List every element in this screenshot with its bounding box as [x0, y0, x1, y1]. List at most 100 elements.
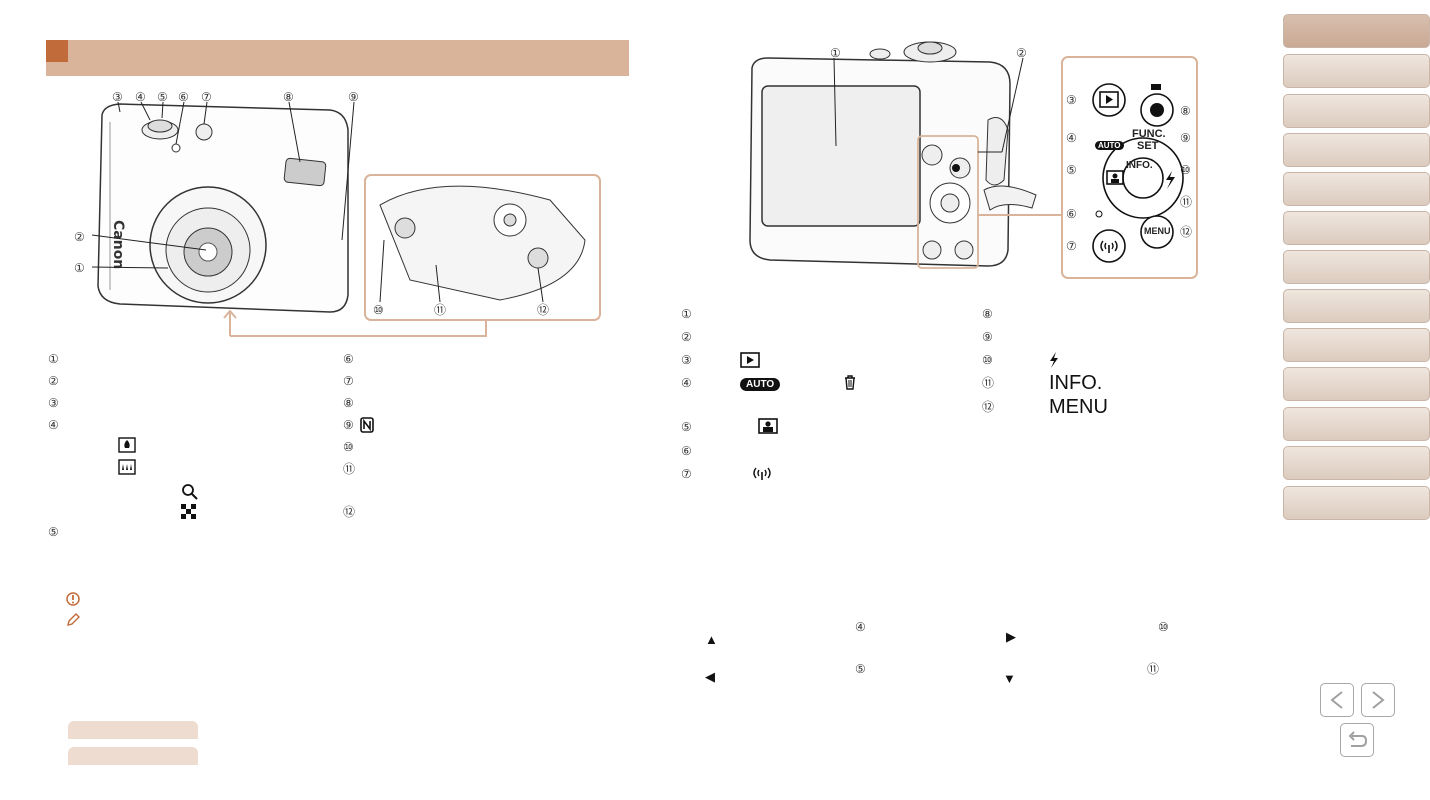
- chapter-tab-4[interactable]: [1283, 133, 1430, 167]
- chapter-tab-2[interactable]: [1283, 54, 1430, 88]
- next-page-icon: [1372, 691, 1385, 709]
- legend-number: ⑧: [343, 396, 354, 410]
- telephoto-icon: [118, 437, 136, 453]
- legend-number: ⑤: [48, 525, 59, 539]
- chapter-tab-10[interactable]: [1283, 367, 1430, 401]
- panel-callout: ④: [1066, 131, 1077, 145]
- info-label-panel: INFO.: [1126, 160, 1153, 171]
- wifi-icon: [753, 467, 771, 480]
- controls-detail-illustration: [1092, 83, 1184, 263]
- legend-number: ⑨: [343, 418, 354, 432]
- menu-label-panel: MENU: [1144, 226, 1171, 236]
- front-callout: ⑥: [178, 90, 189, 104]
- prev-page-icon: [1330, 691, 1343, 709]
- caution-icon: [66, 592, 80, 606]
- legend-number: ④: [681, 376, 692, 390]
- panel-callout: ⑩: [1180, 163, 1191, 177]
- front-callout: ④: [135, 90, 146, 104]
- magnify-icon: [182, 484, 198, 500]
- front-callout: ⑩: [373, 303, 384, 317]
- legend-number: ③: [681, 353, 692, 367]
- back-callout: ②: [1016, 46, 1027, 60]
- front-callout: ③: [112, 90, 123, 104]
- auto-badge-panel: AUTO: [1095, 135, 1124, 153]
- return-icon: [1348, 731, 1368, 747]
- panel-connector: [977, 214, 1063, 216]
- front-callout: ①: [74, 261, 85, 275]
- direction-ref: ④: [855, 620, 866, 634]
- back-callout: ①: [830, 46, 841, 60]
- chapter-tab-13[interactable]: [1283, 486, 1430, 520]
- legend-number: ⑩: [343, 440, 354, 454]
- direction-ref: ⑩: [1158, 620, 1169, 634]
- panel-callout: ⑤: [1066, 163, 1077, 177]
- arrow-left-icon: ◀: [705, 669, 715, 684]
- chapter-tab-8[interactable]: [1283, 289, 1430, 323]
- portrait-icon: [758, 418, 778, 434]
- section-title-bar: [46, 40, 629, 76]
- legend-number: ⑧: [982, 307, 993, 321]
- legend-number: ⑦: [343, 374, 354, 388]
- auto-badge: AUTO: [740, 374, 781, 392]
- view-connector: [223, 309, 487, 337]
- legend-number: ⑪: [982, 376, 995, 390]
- front-callout: ⑨: [348, 90, 359, 104]
- menu-label: MENU: [1049, 396, 1108, 418]
- panel-callout: ⑧: [1180, 104, 1191, 118]
- front-callout: ⑦: [201, 90, 212, 104]
- arrow-right-icon: ▶: [1006, 629, 1016, 644]
- legend-number: ⑨: [982, 330, 993, 344]
- legend-number: ⑥: [681, 444, 692, 458]
- legend-number: ⑩: [982, 353, 993, 367]
- legend-number: ⑥: [343, 352, 354, 366]
- return-button[interactable]: [1340, 723, 1374, 757]
- playback-icon: [740, 352, 760, 368]
- legend-number: ⑦: [681, 467, 692, 481]
- camera-front-illustration: Canon: [91, 101, 601, 321]
- trash-icon: [845, 375, 855, 390]
- arrow-down-icon: ▼: [1003, 671, 1016, 686]
- front-callout: ⑤: [157, 90, 168, 104]
- chapter-tab-9[interactable]: [1283, 328, 1430, 362]
- front-callout: ②: [74, 230, 85, 244]
- chapter-tab-1[interactable]: [1283, 14, 1430, 48]
- prev-page-button[interactable]: [1320, 683, 1354, 717]
- wide-angle-icon: [118, 459, 136, 475]
- related-tab[interactable]: [68, 747, 198, 765]
- panel-callout: ⑥: [1066, 207, 1077, 221]
- arrow-up-icon: ▲: [705, 632, 718, 647]
- chapter-tab-5[interactable]: [1283, 172, 1430, 206]
- front-callout: ⑧: [283, 90, 294, 104]
- chapter-tab-11[interactable]: [1283, 407, 1430, 441]
- legend-number: ⑫: [343, 505, 356, 519]
- legend-number: ⑫: [982, 400, 995, 414]
- note-icon: [67, 613, 80, 626]
- chapter-tab-6[interactable]: [1283, 211, 1430, 245]
- chapter-tab-12[interactable]: [1283, 446, 1430, 480]
- func-label: FUNC.: [1132, 128, 1166, 140]
- wifi-icon: [1100, 240, 1118, 253]
- section-marker: [46, 40, 68, 62]
- nfc-icon: [360, 417, 374, 433]
- legend-number: ②: [681, 330, 692, 344]
- index-display-icon: [181, 504, 196, 519]
- direction-ref: ⑪: [1147, 662, 1160, 676]
- panel-callout: ⑨: [1180, 131, 1191, 145]
- front-callout: ⑫: [537, 303, 550, 317]
- legend-number: ⑪: [343, 462, 356, 476]
- legend-number: ②: [48, 374, 59, 388]
- related-tab[interactable]: [68, 721, 198, 739]
- front-callout: ⑪: [434, 303, 447, 317]
- info-label: INFO.: [1049, 372, 1103, 394]
- chapter-tab-7[interactable]: [1283, 250, 1430, 284]
- legend-number: ①: [48, 352, 59, 366]
- svg-text:Canon: Canon: [110, 220, 126, 269]
- next-page-button[interactable]: [1361, 683, 1395, 717]
- flash-icon: [1050, 352, 1058, 368]
- panel-callout: ③: [1066, 93, 1077, 107]
- controls-detail-panel: [1061, 56, 1198, 279]
- panel-callout: ⑫: [1180, 225, 1193, 239]
- panel-callout: ⑪: [1180, 195, 1193, 209]
- chapter-tab-3[interactable]: [1283, 94, 1430, 128]
- legend-number: ③: [48, 396, 59, 410]
